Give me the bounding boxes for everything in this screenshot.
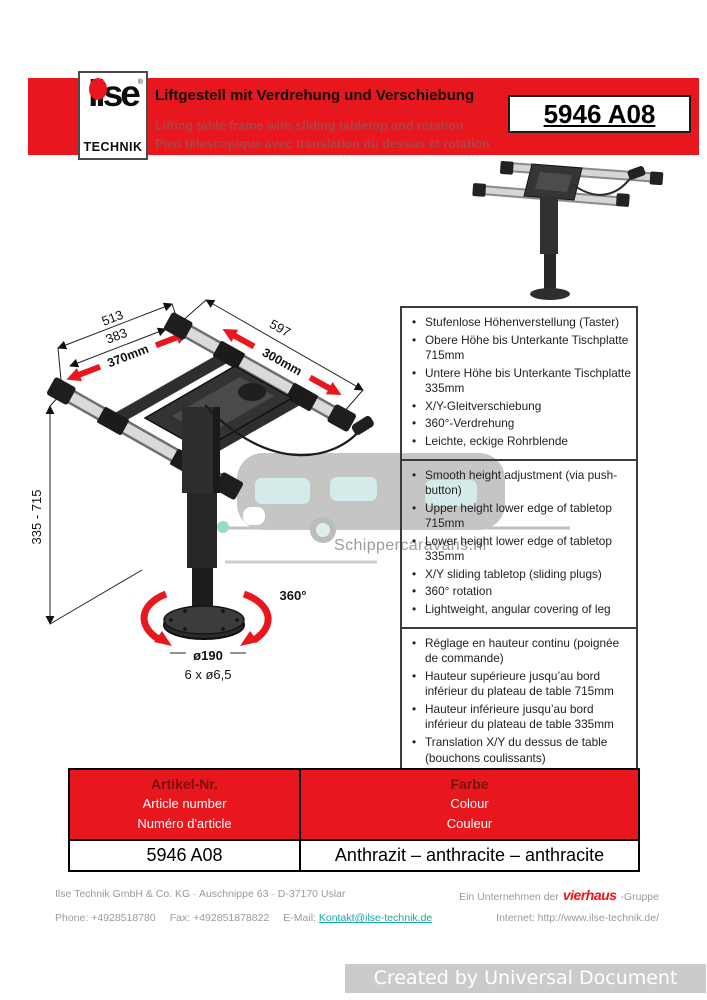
product-title-french: Pied télescopique avec translation du de… <box>155 137 490 152</box>
dim-513-label: 513 <box>100 307 126 329</box>
base-plate <box>163 605 245 640</box>
feature-item: Réglage en hauteur continu (poignée de c… <box>406 636 631 667</box>
company-address: Ilse Technik GmbH & Co. KG · Auschnippe … <box>55 888 346 900</box>
group-prefix: Ein Unternehmen der <box>459 891 559 903</box>
control-cable <box>204 404 374 457</box>
email-link[interactable]: Kontakt@ilse-technik.de <box>318 912 433 924</box>
feature-item: Leichte, eckige Rohrblende <box>406 434 631 450</box>
features-english-list: Smooth height adjustment (via push-butto… <box>406 468 631 618</box>
ilse-technik-logo: ilse ® TECHNIK <box>78 71 148 160</box>
holes-label: 6 x ø6,5 <box>185 667 232 682</box>
feature-item: 360° rotation <box>406 584 631 600</box>
feature-item: Stufenlose Höhenverstellung (Taster) <box>406 315 631 331</box>
feature-item: Lower height lower edge of tabletop 335m… <box>406 534 631 565</box>
footer: Ilse Technik GmbH & Co. KG · Auschnippe … <box>55 888 659 933</box>
rotation-arrows <box>140 590 272 646</box>
article-table: Artikel-Nr. Article number Numéro d'arti… <box>68 768 640 873</box>
article-number-box: 5946 A08 <box>508 95 691 133</box>
couleur-label: Couleur <box>446 815 493 831</box>
product-photo <box>472 161 664 300</box>
features-german: Stufenlose Höhenverstellung (Taster) Ober… <box>402 308 636 459</box>
dimension-lines <box>45 299 364 654</box>
article-number: 5946 A08 <box>543 98 656 129</box>
colour-label: Colour <box>450 796 489 812</box>
logo-technik-text: TECHNIK <box>83 140 143 154</box>
feature-item: X/Y sliding tabletop (sliding plugs) <box>406 567 631 583</box>
dim-height-label: 335 - 715 <box>30 490 44 545</box>
feature-item: X/Y-Gleitverschiebung <box>406 399 631 415</box>
artikel-nr-label: Artikel-Nr. <box>151 776 218 792</box>
rotation-label: 360° <box>280 588 307 603</box>
internet-url: Internet: http://www.ilse-technik.de/ <box>496 912 659 924</box>
feature-item: Upper height lower edge of tabletop 715m… <box>406 501 631 532</box>
vierhaus-logo: vierhaus <box>562 887 617 903</box>
telescopic-column <box>182 407 220 618</box>
logo-red-dot-icon <box>89 78 107 100</box>
feature-item: Hauteur inférieure jusqu’au bord inférie… <box>406 702 631 733</box>
features-german-list: Stufenlose Höhenverstellung (Taster) Ober… <box>406 315 631 450</box>
feature-item: Obere Höhe bis Unterkante Tischplatte 71… <box>406 333 631 364</box>
article-table-row: 5946 A08 Anthrazit – anthracite – anthra… <box>70 839 638 871</box>
header-colour-cell: Farbe Colour Couleur <box>299 770 638 840</box>
logo-registered-mark: ® <box>137 79 143 86</box>
group-suffix: -Gruppe <box>620 891 659 903</box>
email-label: E-Mail: <box>283 912 316 924</box>
product-title-translations: Lifting table frame with sliding tableto… <box>155 117 490 153</box>
dim-597-label: 597 <box>267 316 293 340</box>
numero-article-label: Numéro d'article <box>137 815 232 831</box>
feature-item: Untere Höhe bis Unterkante Tischplatte 3… <box>406 366 631 397</box>
feature-item: 360°-Verdrehung <box>406 416 631 432</box>
base-diameter-label: ø190 <box>193 648 223 663</box>
converter-watermark: Created by Universal Document Converter <box>345 964 706 1000</box>
article-table-header: Artikel-Nr. Article number Numéro d'arti… <box>70 770 638 840</box>
dim-383-label: 383 <box>104 325 130 347</box>
fax-number: Fax: +492851878822 <box>169 912 270 924</box>
feature-item: Hauteur supérieure jusqu’au bord inférie… <box>406 669 631 700</box>
farbe-label: Farbe <box>450 776 489 792</box>
technical-drawing: 513 383 597 335 - 715 370mm 300mm <box>30 299 374 682</box>
feature-item: Lightweight, angular covering of leg <box>406 602 631 618</box>
colour-value: Anthrazit – anthracite – anthracite <box>299 841 638 871</box>
product-title-english: Lifting table frame with sliding tableto… <box>155 119 464 133</box>
article-number-value: 5946 A08 <box>70 841 299 871</box>
slide-x-label: 370mm <box>105 342 150 371</box>
phone-number: Phone: +4928518780 <box>55 912 156 924</box>
slide-x-arrow: 370mm <box>66 330 190 382</box>
features-english: Smooth height adjustment (via push-butto… <box>402 458 636 627</box>
feature-lists: Stufenlose Höhenverstellung (Taster) Ober… <box>400 306 638 813</box>
feature-item: Translation X/Y du dessus de table (bouc… <box>406 735 631 766</box>
product-title-german: Liftgestell mit Verdrehung und Verschieb… <box>155 87 475 104</box>
feature-item: Smooth height adjustment (via push-butto… <box>406 468 631 499</box>
header-article-number-cell: Artikel-Nr. Article number Numéro d'arti… <box>70 770 299 840</box>
article-number-label: Article number <box>142 796 227 812</box>
